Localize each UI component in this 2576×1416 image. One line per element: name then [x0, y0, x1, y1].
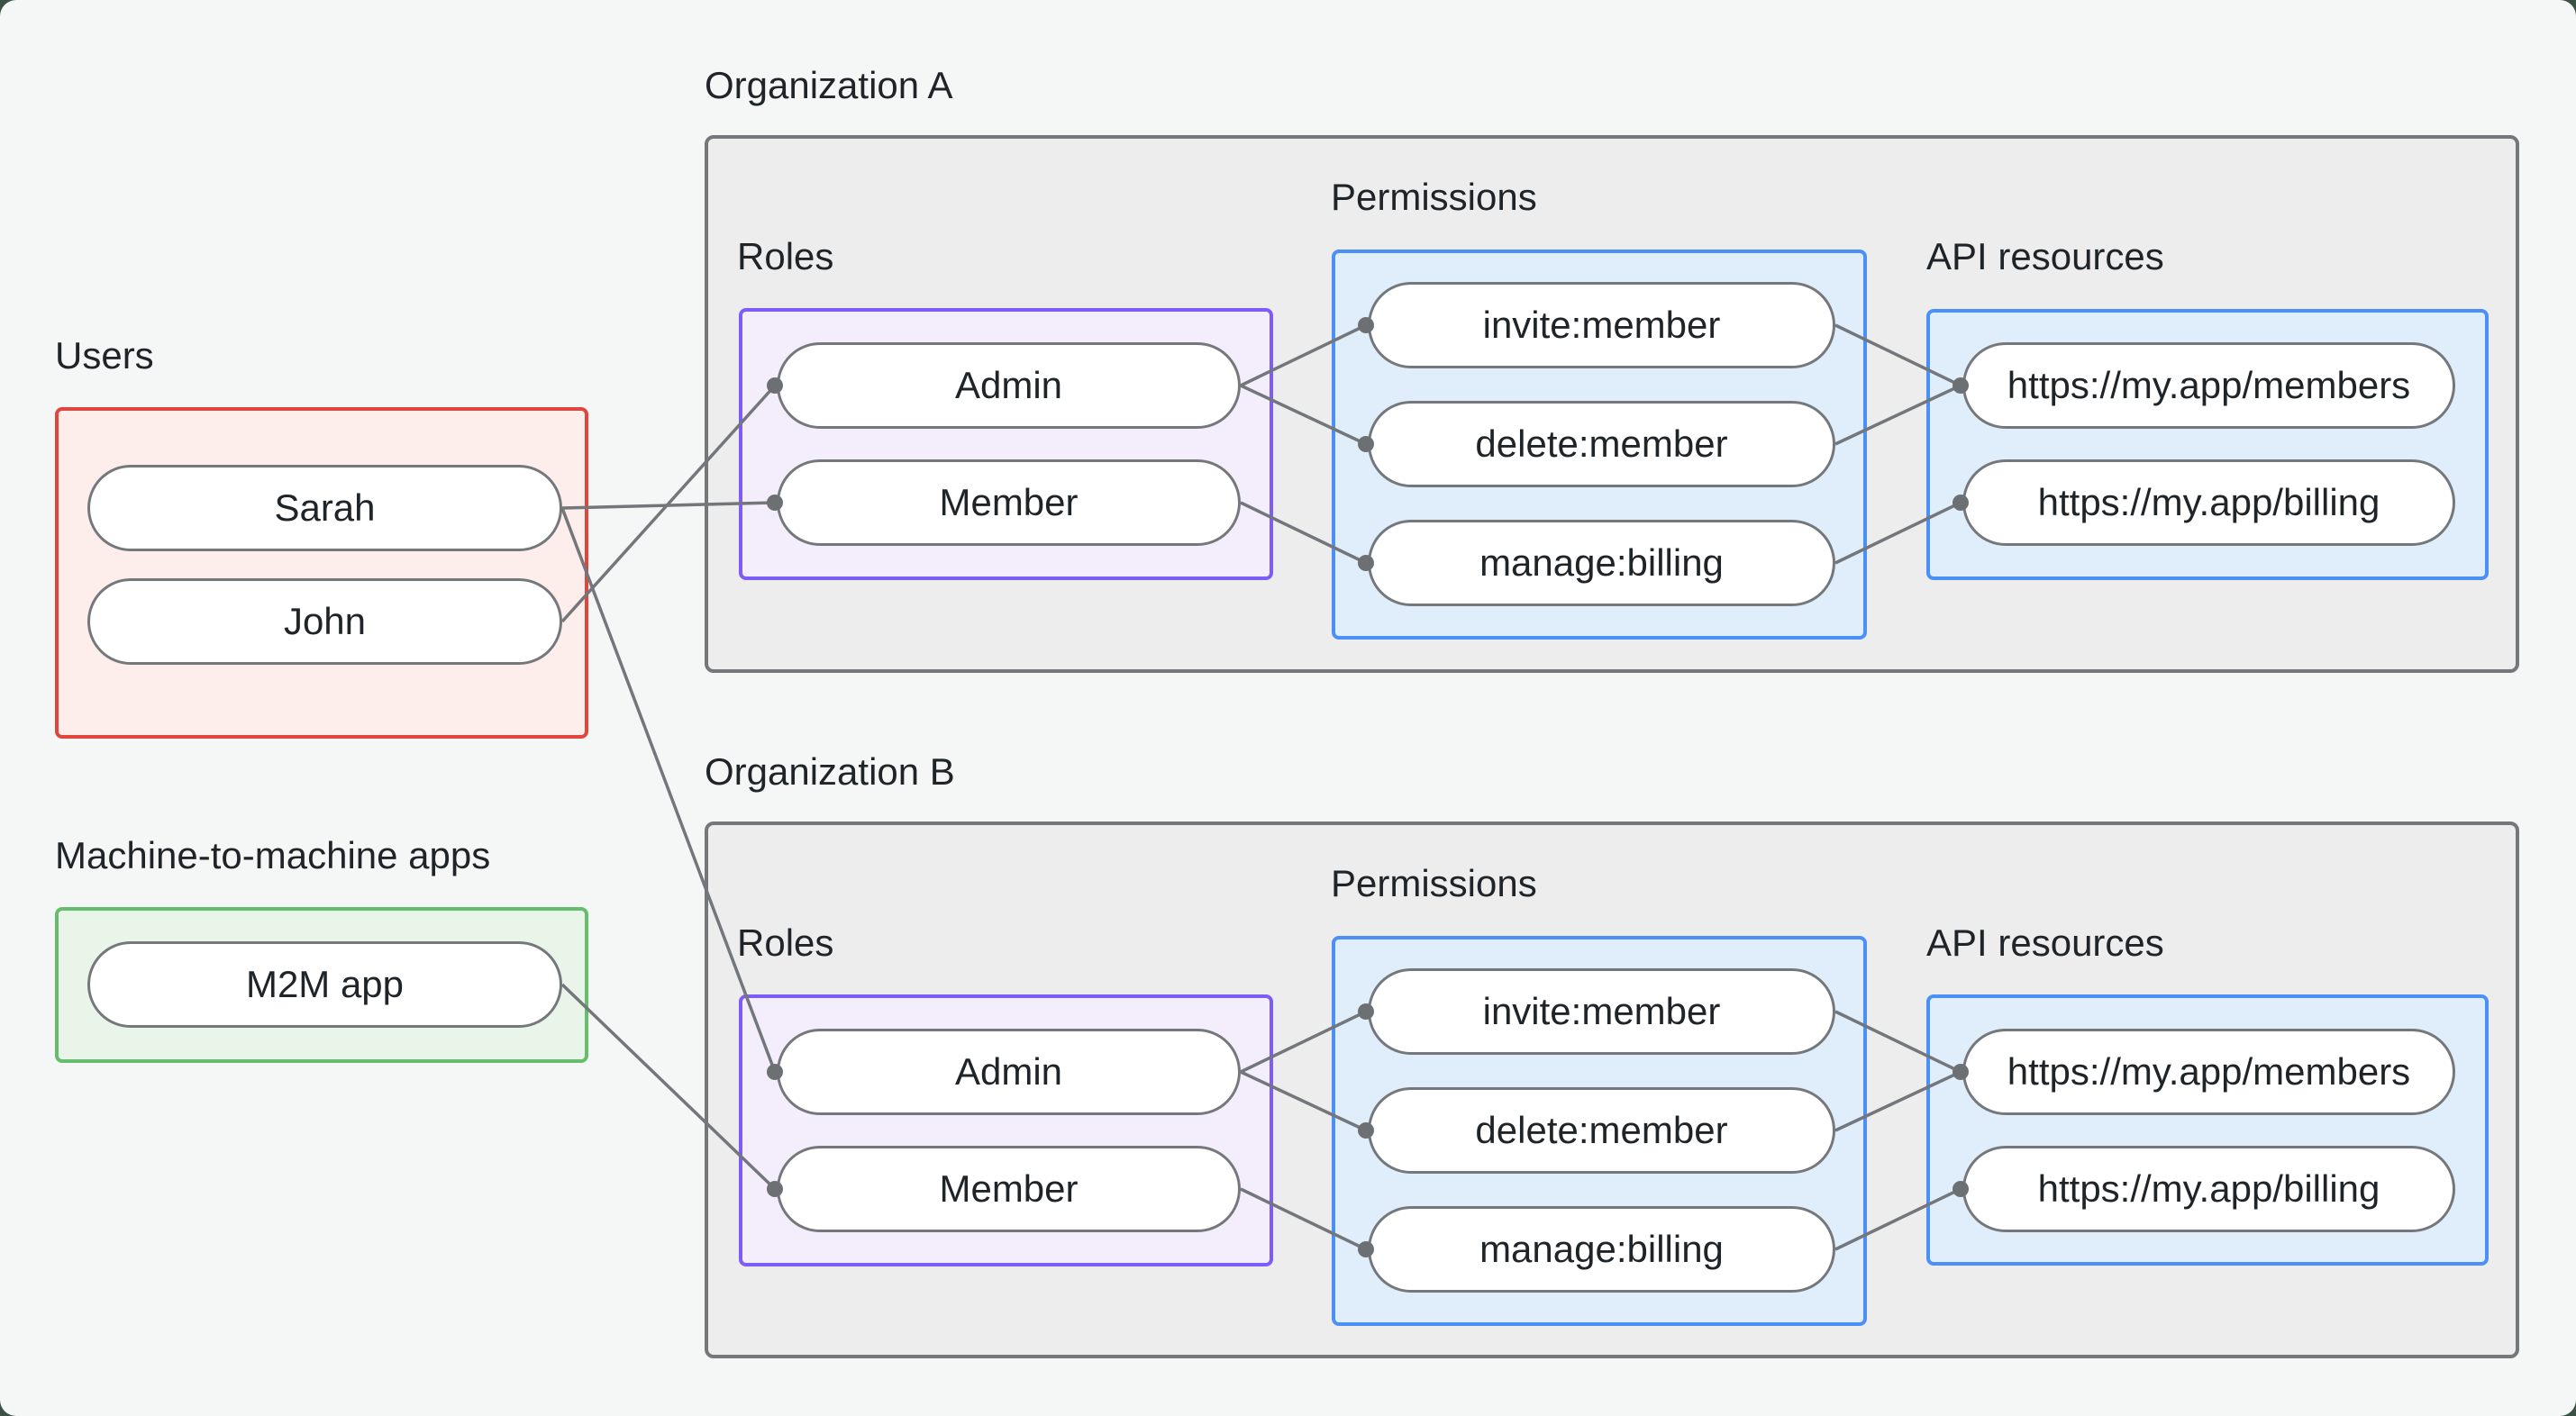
node-org-b-api-members: https://my.app/members [1962, 1029, 2455, 1115]
org-b-permissions-label: Permissions [1331, 862, 1537, 904]
m2m-section-label: Machine-to-machine apps [55, 834, 491, 876]
node-org-a-api-members: https://my.app/members [1962, 342, 2455, 429]
users-group-box [55, 407, 588, 739]
node-org-b-role-member: Member [777, 1146, 1241, 1232]
org-b-api-label: API resources [1926, 921, 2164, 964]
node-org-b-role-admin: Admin [777, 1029, 1241, 1115]
node-org-a-role-member: Member [777, 459, 1241, 546]
org-b-roles-label: Roles [737, 921, 834, 964]
node-user-sarah: Sarah [87, 465, 562, 551]
node-org-b-api-billing: https://my.app/billing [1962, 1146, 2455, 1232]
node-org-a-perm-invite-member: invite:member [1368, 282, 1835, 368]
node-org-a-perm-manage-billing: manage:billing [1368, 520, 1835, 606]
node-org-b-perm-delete-member: delete:member [1368, 1087, 1835, 1174]
node-user-john: John [87, 578, 562, 665]
node-org-b-perm-manage-billing: manage:billing [1368, 1206, 1835, 1293]
node-org-b-perm-invite-member: invite:member [1368, 968, 1835, 1055]
org-b-title: Organization B [705, 750, 955, 793]
org-a-api-label: API resources [1926, 235, 2164, 277]
org-a-roles-label: Roles [737, 235, 834, 277]
org-a-permissions-label: Permissions [1331, 176, 1537, 218]
node-m2m-app: M2M app [87, 941, 562, 1028]
node-org-a-perm-delete-member: delete:member [1368, 401, 1835, 487]
users-section-label: Users [55, 334, 154, 377]
node-org-a-role-admin: Admin [777, 342, 1241, 429]
org-a-title: Organization A [705, 64, 953, 106]
node-org-a-api-billing: https://my.app/billing [1962, 459, 2455, 546]
